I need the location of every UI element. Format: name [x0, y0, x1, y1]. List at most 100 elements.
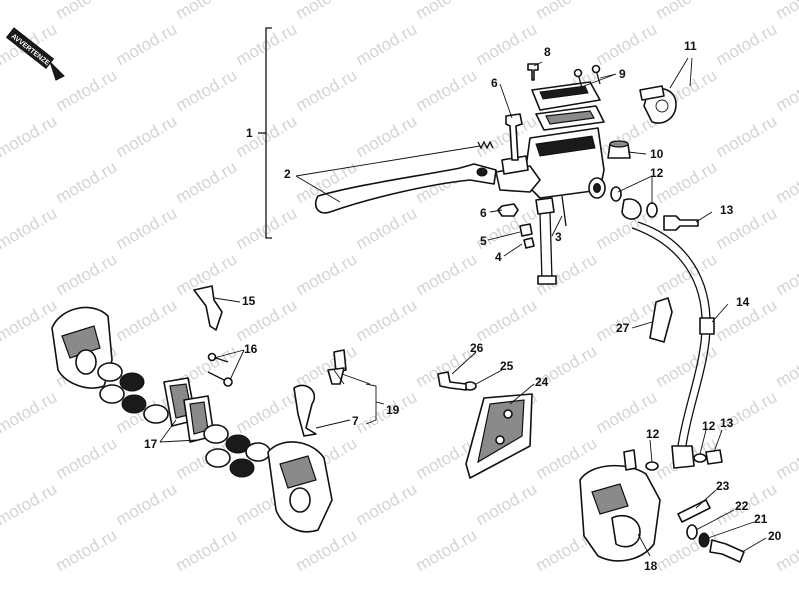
watermark-text: motod.ru [293, 65, 361, 115]
watermark-text: motod.ru [653, 0, 721, 23]
piston-5 [143, 404, 169, 424]
watermark-text: motod.ru [233, 387, 301, 437]
switch-screw [519, 223, 533, 237]
brake-switch [535, 197, 555, 215]
watermark-text: motod.ru [293, 525, 361, 575]
hose-guide [649, 297, 673, 343]
callout-3: 3 [555, 230, 562, 244]
piston-8 [205, 448, 231, 468]
watermark-text: motod.ru [113, 111, 181, 161]
watermark-text: motod.ru [293, 0, 361, 23]
brake-switch-wires [539, 211, 553, 281]
piston-9 [229, 458, 255, 478]
mirror-clamp-hole [655, 99, 669, 113]
callout-14: 14 [736, 295, 750, 309]
callout-8: 8 [544, 45, 551, 59]
watermark-text: motod.ru [353, 295, 421, 345]
master-cylinder-group [314, 63, 699, 285]
banjo-bolt-top [663, 215, 699, 231]
callout-12-right: 12 [702, 419, 716, 433]
watermark-text: motod.ru [113, 19, 181, 69]
right-caliper-piston [611, 514, 641, 548]
callout-27: 27 [616, 321, 630, 335]
callout-16: 16 [244, 342, 258, 356]
watermark-text: motod.ru [413, 525, 481, 575]
reservoir-cap-top [539, 85, 589, 100]
watermark-text: motod.ru [773, 157, 799, 207]
watermark-text: motod.ru [713, 19, 781, 69]
cap-screw [527, 63, 539, 81]
watermark-text: motod.ru [773, 341, 799, 391]
piston-6 [203, 424, 229, 444]
lever-pivot-hole [476, 167, 488, 177]
watermark-text: motod.ru [353, 19, 421, 69]
watermark-text: motod.ru [593, 19, 661, 69]
piston-3 [99, 384, 125, 404]
watermark-text: motod.ru [353, 203, 421, 253]
washer-top-b [646, 202, 658, 218]
mirror-clamp-mount [639, 85, 665, 101]
callout-24: 24 [535, 375, 549, 389]
watermark-text: motod.ru [53, 157, 121, 207]
piston-set-upper [97, 362, 169, 424]
brake-switch-connector [537, 275, 557, 285]
watermark-text: motod.ru [0, 295, 60, 345]
watermark-text: motod.ru [53, 65, 121, 115]
callout-5: 5 [480, 234, 487, 248]
mount-washer-21 [698, 532, 710, 548]
watermark-text: motod.ru [773, 65, 799, 115]
piston-1 [97, 362, 123, 382]
piston-2 [119, 372, 145, 392]
caliper-bore-a [75, 349, 97, 375]
callout-9: 9 [619, 67, 626, 81]
watermark-text: motod.ru [0, 387, 60, 437]
callout-26: 26 [470, 341, 484, 355]
watermark-text: motod.ru [113, 479, 181, 529]
hose-sleeve [699, 317, 715, 335]
callout-1: 1 [246, 126, 253, 140]
left-caliper-half-b [267, 441, 333, 533]
watermark-text: motod.ru [773, 433, 799, 483]
washer-top-a [610, 186, 622, 202]
callout-6-lower: 6 [480, 206, 487, 220]
callout-labels: 1 2 3 4 5 6 6 8 9 10 11 12 13 14 15 16 1… [144, 39, 782, 573]
rubber-cap-top [609, 140, 629, 148]
left-caliper-half-b-shade [279, 455, 317, 489]
callout-2: 2 [284, 167, 291, 181]
master-cylinder-face [535, 135, 596, 157]
watermark-text: motod.ru [173, 65, 241, 115]
pivot-bolt [505, 113, 523, 161]
watermark-text: motod.ru [0, 111, 60, 161]
callout-12-top: 12 [650, 166, 664, 180]
leader-lines [159, 57, 767, 557]
reservoir-screw-b-head [591, 64, 601, 74]
callout-15: 15 [242, 294, 256, 308]
callout-18: 18 [644, 559, 658, 573]
watermark-text: motod.ru [293, 249, 361, 299]
reservoir-screw-a-head [573, 68, 583, 78]
callout-4: 4 [495, 250, 502, 264]
watermark-text: motod.ru [53, 249, 121, 299]
callout-6-upper: 6 [491, 76, 498, 90]
pad-spring [193, 285, 223, 331]
watermark-text: motod.ru [113, 203, 181, 253]
cylinder-outlet-bore [593, 183, 601, 193]
watermark-text: motod.ru [713, 111, 781, 161]
mount-bolt-20 [709, 539, 745, 563]
washer-low-b [693, 453, 707, 463]
mount-washer-22 [686, 524, 698, 540]
pivot-nut [497, 203, 519, 217]
callout-23: 23 [716, 479, 730, 493]
reservoir-seal-inner [545, 110, 595, 125]
switch-nut [523, 237, 535, 249]
callout-13-top: 13 [720, 203, 734, 217]
cover-screw-hole-a [503, 409, 513, 419]
callout-20: 20 [768, 529, 782, 543]
bleed-screw-tip [327, 367, 345, 385]
switch-pin [561, 195, 567, 227]
caliper-cover-group [437, 371, 533, 479]
bleed-screw [333, 349, 347, 373]
watermark-text: motod.ru [353, 111, 421, 161]
